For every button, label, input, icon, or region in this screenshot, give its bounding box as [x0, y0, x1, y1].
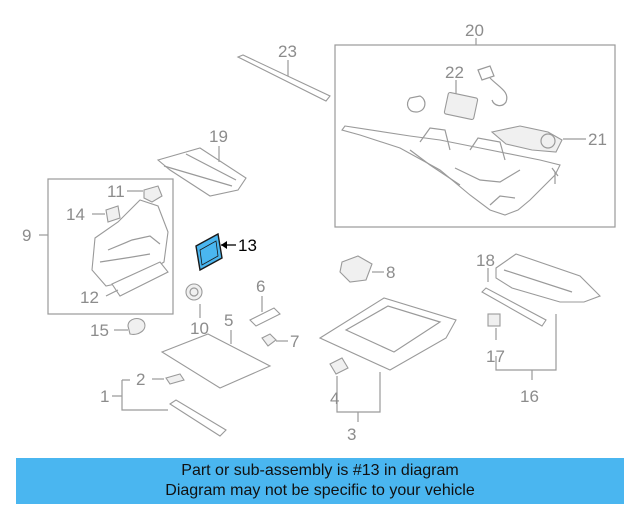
callout-2: 2 [136, 370, 145, 389]
part-16 [481, 287, 557, 380]
callout-15: 15 [90, 321, 109, 340]
callout-18: 18 [476, 251, 495, 270]
callout-12: 12 [80, 288, 99, 307]
part-23 [236, 54, 331, 102]
callout-3: 3 [347, 425, 356, 444]
callout-16: 16 [520, 387, 539, 406]
callout-7: 7 [290, 332, 299, 351]
callout-22: 22 [445, 63, 464, 82]
callout-11: 11 [107, 182, 125, 201]
callout-8: 8 [386, 263, 395, 282]
callout-14: 14 [66, 205, 85, 224]
callout-21: 21 [588, 130, 607, 149]
callout-9: 9 [22, 226, 31, 245]
part-17 [487, 313, 501, 340]
part-20 [341, 95, 561, 216]
part-5 [160, 330, 272, 389]
part-6 [249, 296, 281, 327]
trim-panel-9 [91, 199, 169, 287]
callout-23: 23 [278, 42, 297, 61]
group-box-9 [39, 178, 174, 315]
callout-20: 20 [465, 21, 484, 40]
banner-line-2: Diagram may not be specific to your vehi… [165, 482, 475, 499]
part-10 [185, 283, 203, 318]
part-11 [127, 185, 163, 203]
part-13-highlighted[interactable] [195, 232, 236, 272]
part-14 [92, 205, 121, 223]
part-19 [156, 146, 247, 197]
banner-line-1: Part or sub-assembly is #13 in diagram [181, 462, 459, 479]
callout-17: 17 [486, 347, 505, 366]
group-box-20 [334, 38, 616, 228]
part-4 [329, 357, 381, 422]
part-1 [112, 379, 227, 437]
callout-19: 19 [209, 127, 228, 146]
callout-13: 13 [238, 236, 257, 255]
part-8 [339, 255, 384, 283]
part-22 [443, 65, 508, 121]
info-banner: Part or sub-assembly is #13 in diagram D… [16, 458, 624, 504]
callout-5: 5 [224, 311, 233, 330]
part-18 [487, 253, 601, 303]
part-2 [152, 373, 185, 385]
part-21 [490, 125, 586, 184]
callout-6: 6 [256, 277, 265, 296]
callout-4: 4 [330, 389, 339, 408]
part-15 [114, 317, 146, 335]
part-7 [261, 333, 288, 347]
part-3 [318, 297, 457, 371]
part-12 [105, 261, 169, 297]
callout-1: 1 [100, 387, 109, 406]
callout-10: 10 [190, 319, 209, 338]
